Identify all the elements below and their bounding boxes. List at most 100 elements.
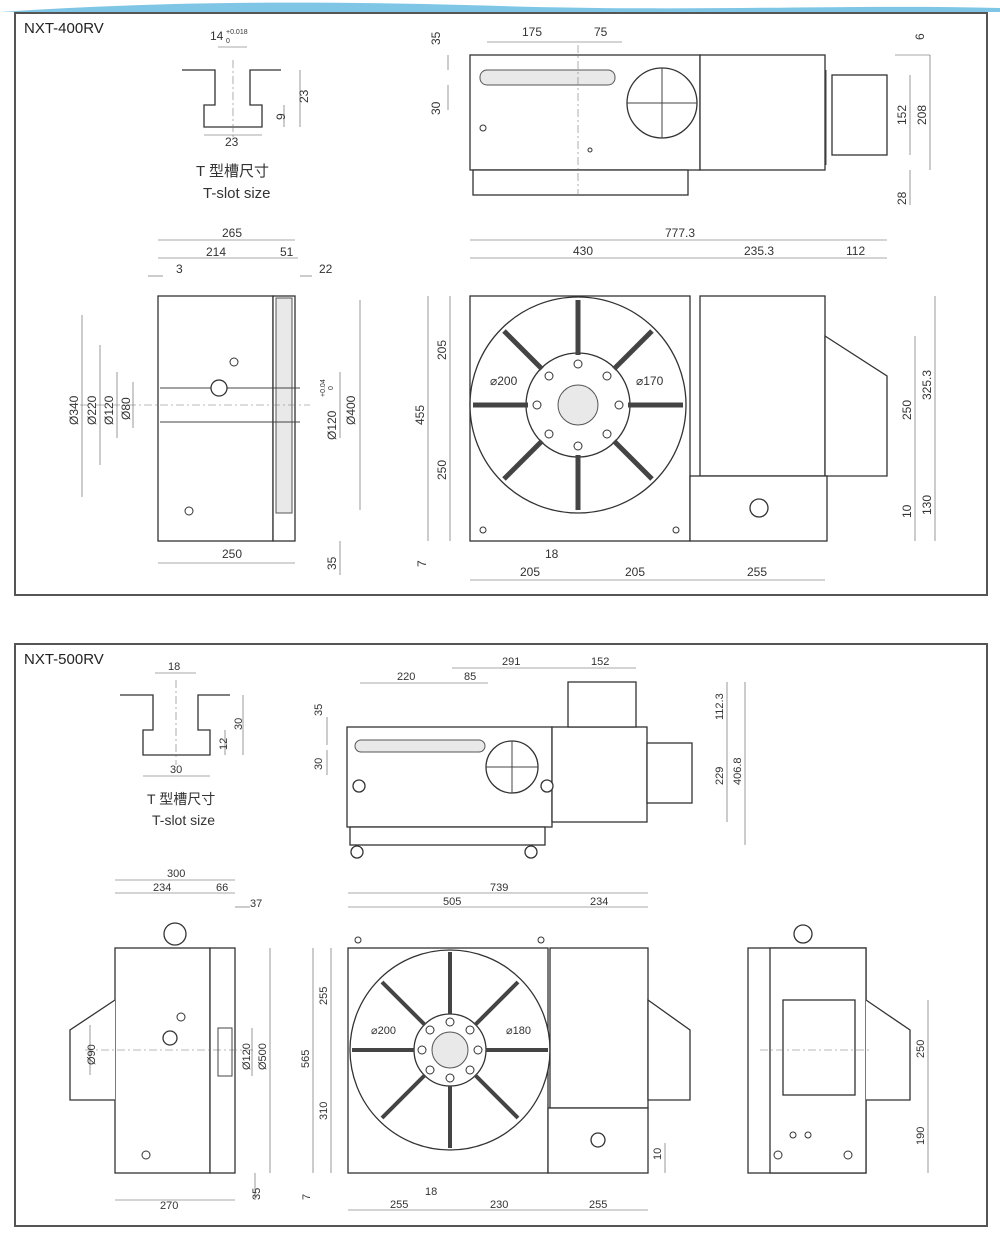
side-500-dims: 300 234 66 37 Ø90 Ø120 Ø500 270 35 <box>86 868 271 1212</box>
top-500-d35: 35 <box>313 704 325 716</box>
front-500-d10: 10 <box>652 1148 664 1160</box>
tslot-400-tol-low: 0 <box>226 38 230 45</box>
side-400-d120b: Ø120 <box>325 410 339 440</box>
top-400-d152: 152 <box>895 105 909 125</box>
front-500-d180: ⌀180 <box>506 1025 531 1037</box>
front-500-slots <box>352 952 548 1148</box>
top-500-d85: 85 <box>464 671 476 683</box>
front-500-d18: 18 <box>425 1186 437 1198</box>
side-400-d220: Ø220 <box>85 395 99 425</box>
side-400-d214: 214 <box>206 245 226 259</box>
rear-500-d250: 250 <box>915 1040 927 1058</box>
tslot-500-neck: 12 <box>218 738 230 750</box>
top-400-d28: 28 <box>895 191 909 205</box>
rear-500-d190: 190 <box>915 1127 927 1145</box>
top-400-d30: 30 <box>429 101 443 115</box>
tslot-400-depth: 23 <box>297 89 311 103</box>
top-400-d175: 175 <box>522 25 542 39</box>
side-400-d340: Ø340 <box>67 395 81 425</box>
rear-500-dims: 250 190 <box>915 1000 929 1173</box>
tslot-500-width: 18 <box>168 661 180 673</box>
front-400-d170: ⌀170 <box>636 374 664 388</box>
side-view-500: 300 234 66 37 Ø90 Ø120 Ø500 270 35 <box>69 868 271 1212</box>
front-500-d255a: 255 <box>390 1199 408 1211</box>
tslot-400-base: 23 <box>225 135 239 149</box>
front-400-d430: 430 <box>573 244 593 258</box>
side-400-d22: 22 <box>319 262 333 276</box>
side-500-d35: 35 <box>251 1188 263 1200</box>
front-500-d234: 234 <box>590 896 608 908</box>
front-400-bolts <box>532 359 624 451</box>
side-400-d80: Ø80 <box>119 397 133 420</box>
top-400-d75: 75 <box>594 25 608 39</box>
top-400-d6: 6 <box>913 33 927 40</box>
side-500-d234: 234 <box>153 882 171 894</box>
panel-title-500: NXT-500RV <box>24 651 104 668</box>
front-view-500: 739 505 234 255 565 310 ⌀200 ⌀180 10 18 … <box>300 882 691 1211</box>
side-500-d300: 300 <box>167 868 185 880</box>
front-500-d200: ⌀200 <box>371 1025 396 1037</box>
tslot-400-neck: 9 <box>274 113 288 120</box>
front-400-d10: 10 <box>900 504 914 518</box>
side-400-d250: 250 <box>222 547 242 561</box>
tslot-400-drawing: 14 +0.018 0 23 23 9 T 型槽尺寸 T-slot size <box>182 29 311 202</box>
front-400-d455: 455 <box>413 405 427 425</box>
front-400-d18: 18 <box>545 547 559 561</box>
side-500-d90: Ø90 <box>86 1044 98 1065</box>
front-400-d112: 112 <box>846 244 865 258</box>
top-500-d220: 220 <box>397 671 415 683</box>
side-400-d51: 51 <box>280 245 294 259</box>
front-view-400: 777.3 430 235.3 112 205 455 250 ⌀200 ⌀17… <box>413 226 936 581</box>
top-400-d208: 208 <box>915 105 929 125</box>
side-500-d66: 66 <box>216 882 228 894</box>
tslot-400-width: 14 <box>210 29 224 43</box>
front-500-d230: 230 <box>490 1199 508 1211</box>
front-400-d130: 130 <box>920 495 934 515</box>
front-400-d200: ⌀200 <box>490 374 518 388</box>
top-500-d30: 30 <box>313 758 325 770</box>
top-500-dims: 220 85 291 152 35 30 112.3 229 406.8 <box>313 656 746 845</box>
tslot-500-label-en: T-slot size <box>152 812 215 828</box>
side-400-d400: Ø400 <box>344 395 358 425</box>
tslot-500-label-cn: T 型槽尺寸 <box>147 791 215 807</box>
front-400-d255: 255 <box>747 565 767 579</box>
front-400-d250v: 250 <box>435 460 449 480</box>
front-500-d505: 505 <box>443 896 461 908</box>
front-500-d255v: 255 <box>318 987 330 1005</box>
top-400-dims: 35 175 75 30 6 152 208 28 <box>429 25 931 205</box>
front-400-d205b: 205 <box>625 565 645 579</box>
front-400-d205v: 205 <box>435 340 449 360</box>
front-400-dims: 777.3 430 235.3 112 205 455 250 ⌀200 ⌀17… <box>413 226 936 581</box>
side-400-dims: 265 214 51 3 22 Ø340 Ø220 Ø120 Ø80 Ø120 … <box>67 226 361 575</box>
top-500-d406: 406.8 <box>732 757 744 785</box>
top-400-d35: 35 <box>429 31 443 45</box>
side-500-d37: 37 <box>250 898 262 910</box>
tslot-400-tol-up: +0.018 <box>226 29 248 36</box>
side-500-d500: Ø500 <box>257 1043 269 1070</box>
side-400-d120: Ø120 <box>102 395 116 425</box>
front-400-d205a: 205 <box>520 565 540 579</box>
side-500-d120: Ø120 <box>241 1043 253 1070</box>
front-400-slots <box>473 300 683 510</box>
tslot-500-base: 30 <box>170 764 182 776</box>
top-500-d152: 152 <box>591 656 609 668</box>
top-500-d229: 229 <box>714 767 726 785</box>
side-400-d265: 265 <box>222 226 242 240</box>
side-400-d120b-tol2: 0 <box>328 386 335 390</box>
footer-accent-wave <box>0 2 1000 12</box>
front-400-d7: 7 <box>415 560 429 567</box>
front-400-d235: 235.3 <box>744 244 774 258</box>
front-400-d777: 777.3 <box>665 226 695 240</box>
side-view-400: 265 214 51 3 22 Ø340 Ø220 Ø120 Ø80 Ø120 … <box>67 226 361 575</box>
front-500-d310v: 310 <box>318 1102 330 1120</box>
front-500-d565: 565 <box>300 1050 312 1068</box>
front-500-dims: 739 505 234 255 565 310 ⌀200 ⌀180 10 18 … <box>300 882 666 1211</box>
tslot-500-drawing: 18 30 12 30 T 型槽尺寸 T-slot size <box>120 661 245 828</box>
rear-view-500: 250 190 <box>747 924 929 1174</box>
front-500-d255b: 255 <box>589 1199 607 1211</box>
front-500-bolts <box>417 1017 483 1083</box>
front-400-d250r: 250 <box>900 400 914 420</box>
top-view-500: 220 85 291 152 35 30 112.3 229 406.8 <box>313 656 746 859</box>
top-500-d291: 291 <box>502 656 520 668</box>
